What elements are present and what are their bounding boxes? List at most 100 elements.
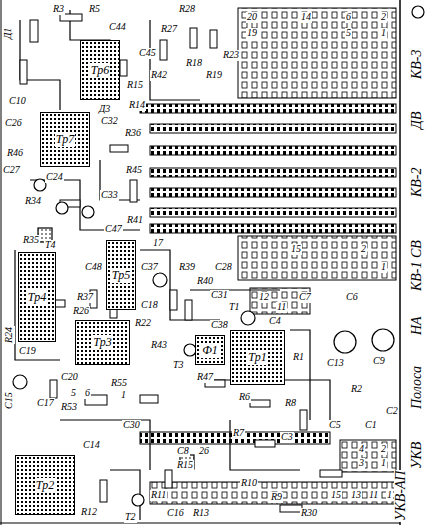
pin-number: 11 [368, 490, 379, 501]
part-label: C5 [328, 420, 342, 431]
part-label: C24 [45, 172, 64, 183]
pin-number: 11 [276, 302, 287, 313]
part-label: C4 [268, 316, 282, 327]
part-label: R27 [160, 24, 178, 35]
pin-number: 1 [380, 458, 387, 469]
part-label: C45 [138, 48, 157, 59]
part-label: C44 [108, 22, 127, 33]
part-label: R43 [150, 340, 168, 351]
part-label: R28 [178, 4, 196, 15]
part-label: C27 [2, 165, 21, 176]
transformer-box: Тр4 [18, 252, 56, 342]
part-label: C20 [60, 372, 79, 383]
part-label: R9 [270, 492, 283, 503]
node-text: Тр6 [90, 63, 110, 78]
resistor-symbols [20, 14, 342, 512]
pin-number: 17 [152, 238, 164, 249]
pin-number: 20 [246, 12, 258, 23]
part-label: R1 [292, 352, 305, 363]
part-label: C9 [372, 356, 386, 367]
part-label: C16 [166, 508, 185, 519]
pin-number: 15 [290, 244, 302, 255]
band-label: Полоса [410, 365, 425, 410]
part-label: R12 [80, 507, 98, 518]
part-label: C38 [210, 320, 229, 331]
transformer-box: Ф1 [195, 335, 225, 365]
transformer-box: Тр6 [80, 40, 120, 100]
pin-number: 3 [358, 458, 365, 469]
part-label: C48 [84, 262, 103, 273]
part-label: R45 [125, 165, 143, 176]
part-label: C26 [4, 118, 23, 129]
part-label: C33 [100, 190, 119, 201]
band-label: КВ-1 СВ [410, 239, 425, 292]
part-label: Д1 [3, 27, 14, 40]
part-label: C32 [100, 116, 119, 127]
part-label: C3 [280, 432, 294, 443]
part-label: C28 [214, 262, 233, 273]
part-label: R36 [124, 128, 142, 139]
part-label: C6 [345, 292, 359, 303]
node-text: Тр5 [111, 268, 131, 283]
pin-number: 2 [380, 444, 387, 455]
switch-strips [140, 8, 396, 504]
transformer-box: Тр1 [230, 330, 285, 385]
part-label: R34 [24, 196, 42, 207]
transformer-box: Тр7 [40, 112, 90, 167]
part-label: R8 [284, 398, 297, 409]
part-label: R19 [205, 70, 223, 81]
part-label: R37 [76, 292, 94, 303]
part-label: R40 [196, 276, 214, 287]
part-label: C2 [385, 406, 399, 417]
pin-number: 1 [120, 390, 127, 401]
pin-number: 2 [360, 244, 367, 255]
node-text: Тр4 [27, 290, 47, 305]
part-label: R14 [128, 100, 146, 111]
pin-number: 1 [386, 490, 393, 501]
pin-number: 13 [350, 490, 362, 501]
part-label: R11 [150, 490, 167, 501]
part-label: C1 [364, 420, 378, 431]
part-label: ДВ [410, 111, 425, 130]
part-label: C18 [140, 300, 159, 311]
node-text: Тр2 [35, 478, 55, 493]
pin-number: 5 [345, 28, 352, 39]
part-label: R39 [178, 262, 196, 273]
part-label: R3 [52, 4, 65, 15]
pin-number: 12 [258, 292, 270, 303]
part-label: R15 [176, 460, 194, 471]
traces [15, 10, 330, 520]
node-text: Тр3 [92, 335, 112, 350]
part-label: C10 [8, 96, 27, 107]
part-label: R24 [4, 326, 15, 344]
part-label: R46 [6, 148, 24, 159]
part-label: C31 [210, 290, 229, 301]
pin-number: 4 [358, 444, 365, 455]
part-label: R13 [192, 508, 210, 519]
part-label: C19 [18, 346, 37, 357]
part-label: T1 [228, 302, 241, 313]
pin-number: 5 [70, 388, 77, 399]
node-text: Ф1 [201, 343, 219, 358]
part-label: Д3 [98, 104, 111, 115]
part-label: C13 [326, 358, 345, 369]
pin-number: 15 [330, 490, 342, 501]
part-label: R30 [300, 508, 318, 519]
part-label: C7 [298, 292, 312, 303]
node-text: Тр7 [55, 132, 75, 147]
band-label: НА [410, 315, 425, 336]
part-label: T2 [124, 512, 137, 523]
part-label: R15 [126, 80, 144, 91]
board-outline [0, 0, 400, 525]
pin-number: 14 [300, 12, 312, 23]
part-label: C8 [176, 446, 190, 457]
part-label: C37 [140, 262, 159, 273]
part-label: R22 [134, 318, 152, 329]
pin-number: 6 [84, 388, 91, 399]
transformer-box: Тр5 [106, 240, 136, 310]
part-label: T3 [172, 360, 185, 371]
part-label: R23 [222, 50, 240, 61]
pin-number: 26 [198, 446, 210, 457]
part-label: R35 [22, 235, 40, 246]
node-text: Тр1 [247, 350, 267, 365]
